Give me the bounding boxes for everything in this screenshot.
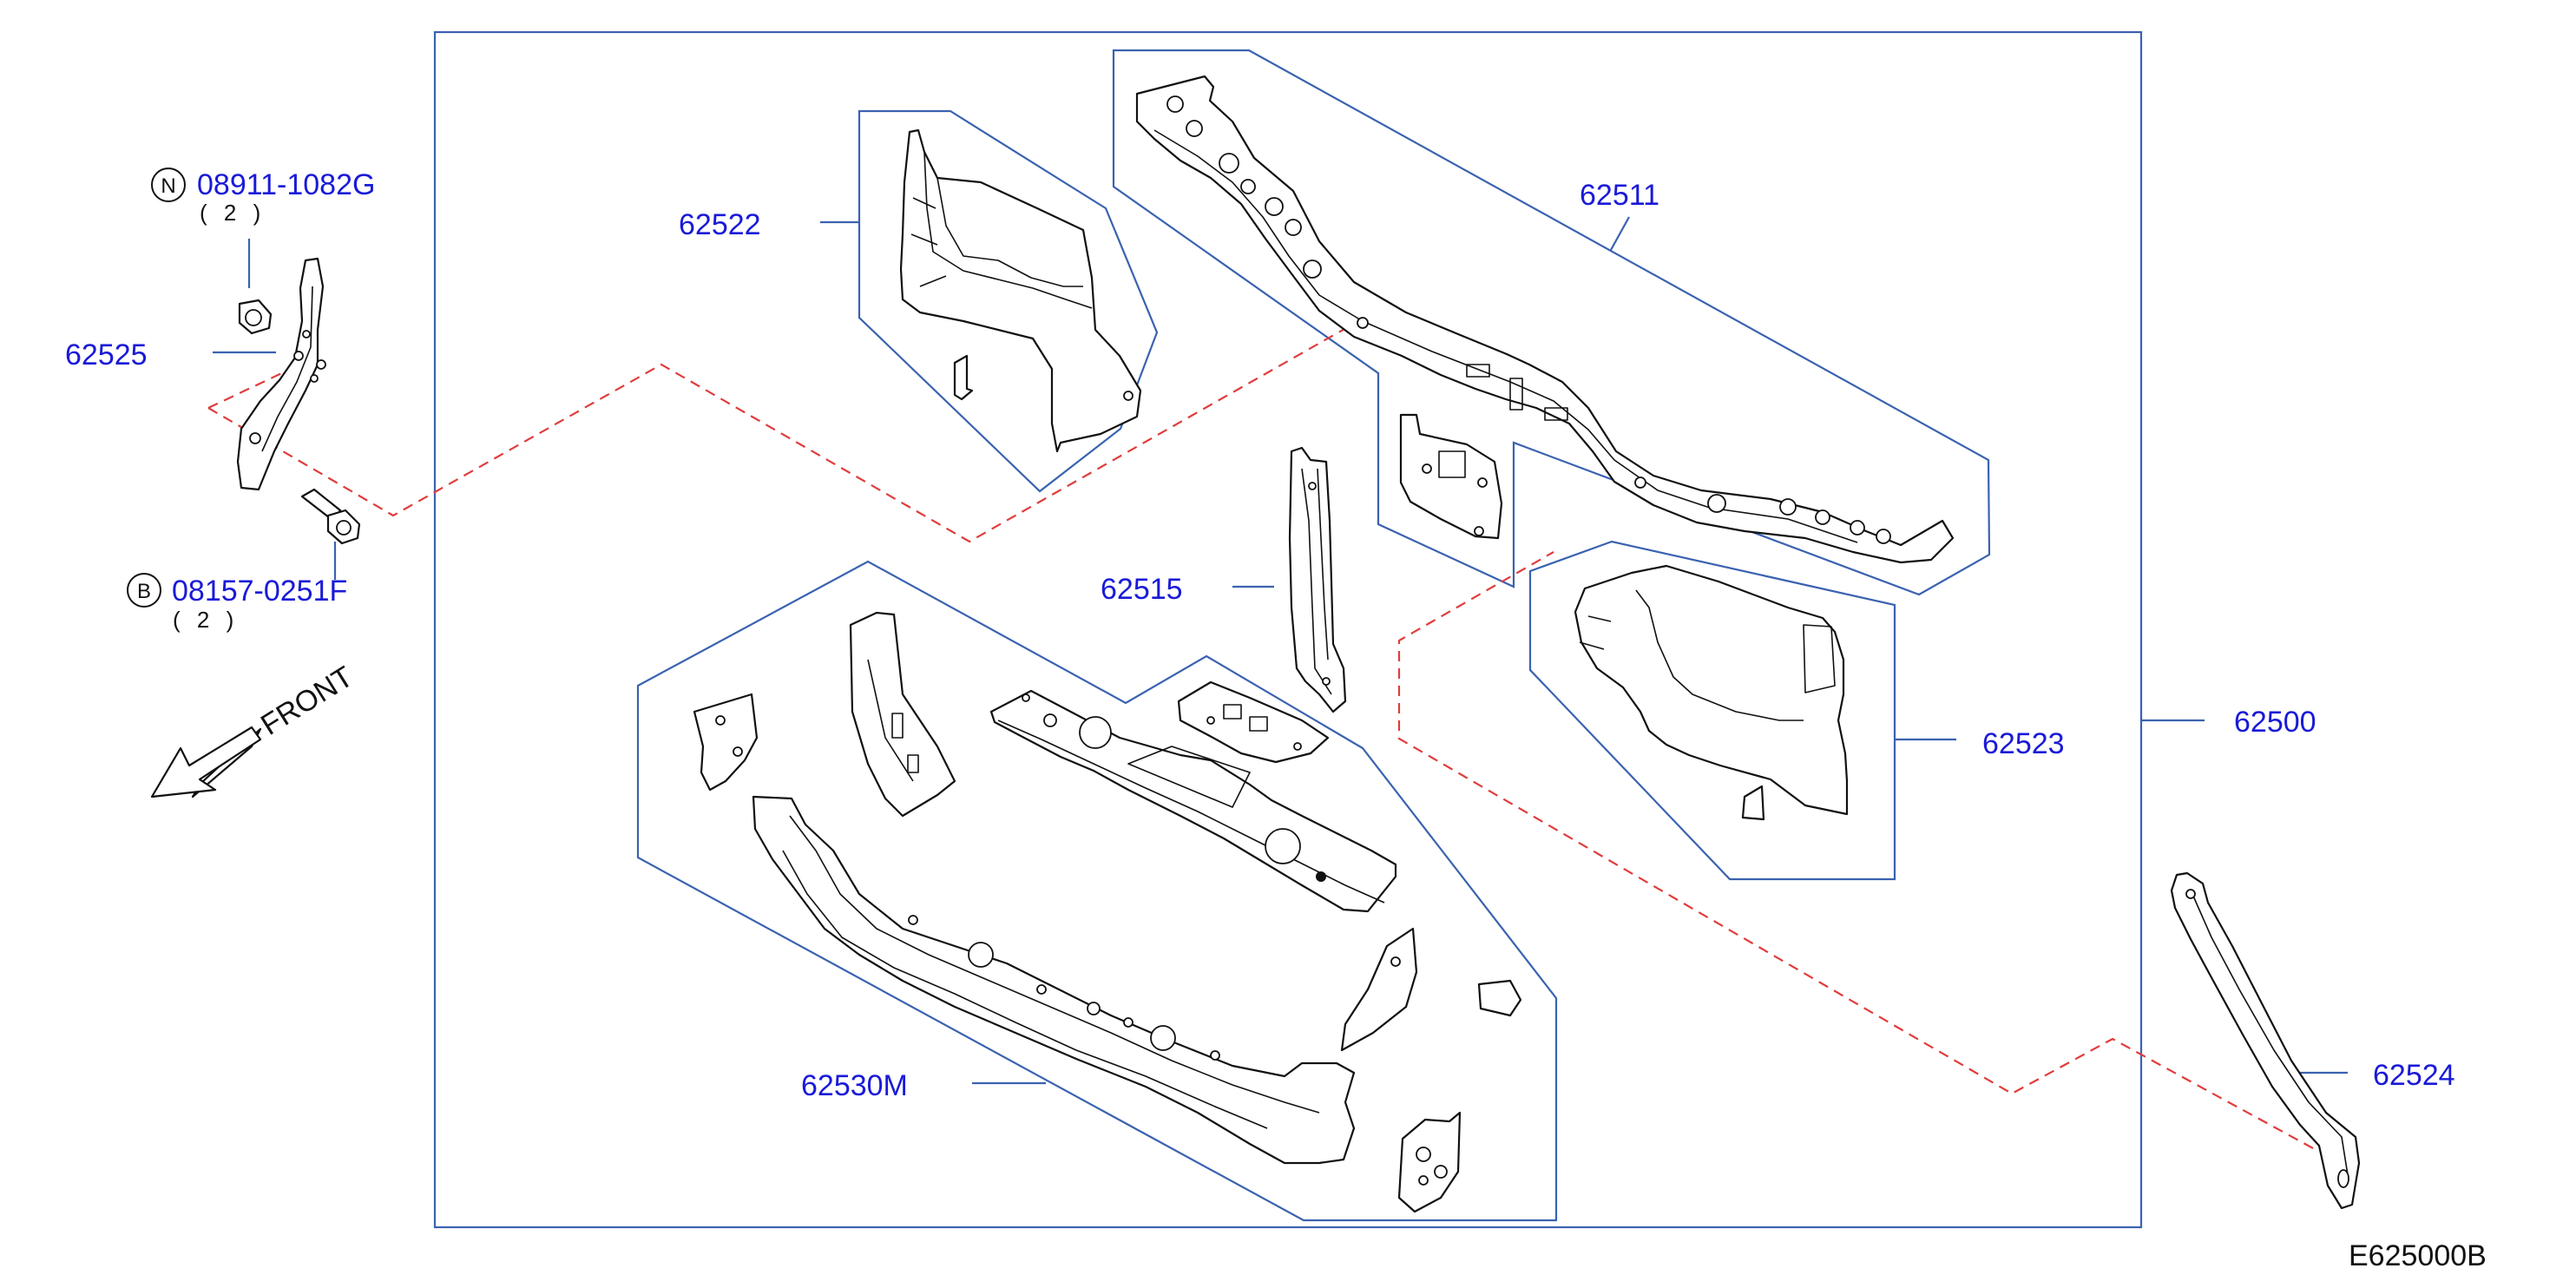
bolt-icon: [300, 488, 361, 545]
bolt-callout-circle: [127, 573, 161, 608]
group-frame-62511: [1112, 49, 1991, 596]
bolt-quantity: ( 2 ): [173, 607, 239, 633]
dashed-line-62525-to-62511: [207, 324, 1353, 543]
front-arrow-icon: [150, 726, 262, 798]
bolt-part-number[interactable]: 08157-0251F: [172, 575, 347, 608]
part-62530M: [693, 611, 1522, 1213]
label-62530M[interactable]: 62530M: [801, 1069, 908, 1102]
bolt-callout-letter: B: [137, 580, 151, 603]
part-62525: [236, 257, 326, 491]
group-frame-62523: [1528, 540, 1896, 881]
label-62523[interactable]: 62523: [1982, 727, 2065, 760]
part-62515: [1288, 446, 1347, 713]
assembly-frame-62500: [433, 30, 2143, 1229]
part-62511: [1135, 75, 1955, 564]
label-62500[interactable]: 62500: [2234, 706, 2316, 739]
leader-62511: [1610, 216, 1630, 251]
label-62511[interactable]: 62511: [1580, 179, 1659, 212]
label-62525[interactable]: 62525: [65, 338, 148, 371]
front-label: FRONT: [255, 660, 358, 742]
label-62522[interactable]: 62522: [679, 208, 761, 241]
nut-quantity: ( 2 ): [200, 200, 266, 226]
nut-callout-letter: N: [161, 174, 175, 198]
nut-icon: [238, 299, 273, 335]
part-62524: [2170, 871, 2361, 1210]
label-62515[interactable]: 62515: [1101, 573, 1183, 606]
part-62523: [1574, 564, 1849, 821]
group-frame-62530M: [636, 560, 1558, 1222]
label-62524[interactable]: 62524: [2373, 1059, 2455, 1092]
diagram-code: E625000B: [2349, 1239, 2487, 1272]
nut-part-number[interactable]: 08911-1082G: [197, 168, 375, 201]
dashed-line-62524-to-62511: [1397, 551, 2314, 1149]
group-frame-62522: [858, 109, 1159, 493]
nut-callout-circle: [151, 168, 186, 202]
part-62522: [899, 128, 1142, 453]
